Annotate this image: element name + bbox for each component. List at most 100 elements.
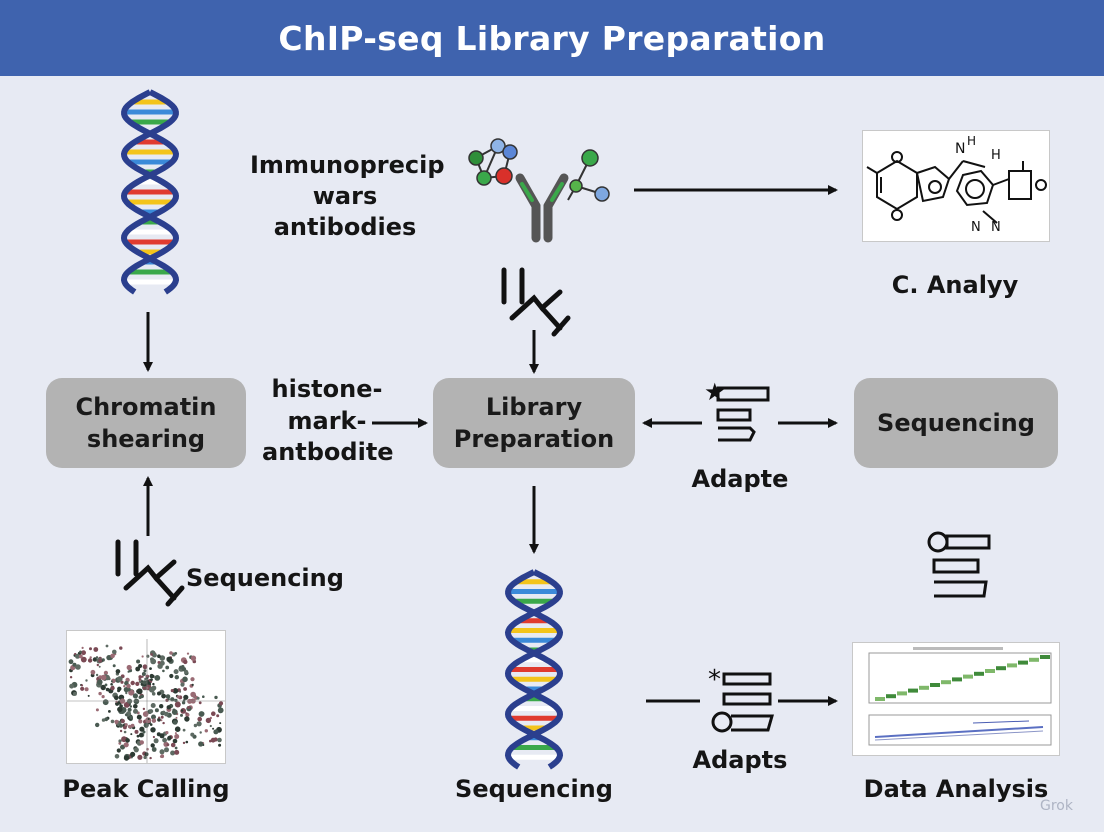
scatter-point (139, 755, 141, 758)
svg-text:N: N (955, 141, 965, 157)
scatter-point (146, 677, 149, 680)
chart-bar (886, 694, 896, 699)
scatter-point (146, 747, 149, 751)
scatter-point (150, 727, 156, 733)
primer-symbol-left-icon (115, 539, 185, 607)
scatter-point (174, 701, 181, 708)
scatter-point (152, 682, 155, 686)
scatter-point (180, 709, 184, 712)
peak-calling-image (66, 630, 226, 764)
scatter-point (130, 723, 135, 728)
scatter-point (117, 706, 123, 713)
scatter-point (143, 669, 147, 673)
scatter-point (170, 689, 174, 693)
scatter-point (190, 691, 196, 698)
primer-symbol-icon (501, 267, 571, 337)
svg-text:*: * (708, 665, 721, 695)
scatter-point (115, 669, 121, 674)
scatter-point (157, 717, 161, 722)
scatter-point (127, 724, 132, 729)
scatter-point (165, 731, 169, 735)
scatter-point (174, 749, 180, 755)
scatter-point (134, 729, 139, 734)
scatter-point (112, 664, 116, 668)
scatter-point (81, 646, 84, 649)
scatter-point (216, 714, 220, 718)
scatter-point (149, 667, 152, 670)
scatter-point (166, 705, 171, 710)
chart-bar (875, 697, 885, 701)
scatter-point (119, 646, 123, 650)
scatter-point (172, 688, 179, 694)
scatter-point (218, 743, 222, 747)
chart-bar (985, 669, 995, 673)
scatter-point (110, 685, 115, 691)
scatter-point (146, 654, 150, 658)
scatter-point (75, 664, 81, 670)
scatter-point (129, 715, 133, 720)
svg-text:N: N (971, 220, 981, 235)
scatter-point (133, 704, 138, 709)
scatter-point (169, 651, 173, 655)
scatter-point (130, 733, 133, 736)
scatter-point (213, 729, 219, 735)
scatter-point (97, 679, 103, 685)
scatter-point (112, 649, 117, 655)
scatter-point (110, 653, 115, 659)
scatter-point (117, 686, 122, 691)
scatter-point (141, 675, 144, 678)
chart-bar (963, 674, 973, 679)
scatter-point (87, 658, 93, 663)
scatter-point (190, 655, 197, 661)
scatter-point (80, 656, 87, 663)
scatter-point (138, 695, 142, 699)
scatter-point (142, 711, 149, 717)
adapter-right-icon (927, 531, 991, 598)
chart-bar (1007, 663, 1017, 668)
scatter-point (133, 708, 138, 714)
scatter-point (92, 657, 98, 662)
scatter-point (95, 673, 99, 677)
scatter-point (101, 718, 106, 722)
scatter-point (151, 674, 155, 678)
scatter-point (159, 704, 164, 709)
scatter-point (149, 756, 152, 760)
scatter-point (133, 747, 139, 753)
scatter-point (176, 695, 180, 699)
scatter-point (165, 694, 171, 699)
scatter-point (150, 703, 156, 708)
data-analysis-chart-image (852, 642, 1060, 756)
scatter-point (170, 697, 175, 702)
adapter-label: Adapte (691, 465, 789, 493)
scatter-point (217, 737, 222, 743)
scatter-point (103, 670, 108, 675)
scatter-point (150, 743, 155, 748)
scatter-point (133, 698, 140, 705)
chemical-structure-image: N H H N N (862, 130, 1050, 242)
scatter-point (174, 734, 180, 739)
scatter-point (123, 685, 126, 688)
scatter-point (151, 714, 156, 720)
scatter-point (118, 742, 122, 745)
svg-text:N: N (991, 220, 1001, 235)
scatter-point (198, 701, 202, 705)
scatter-point (181, 665, 185, 669)
scatter-point (126, 664, 132, 671)
scatter-point (132, 693, 138, 699)
scatter-point (205, 717, 212, 724)
scatter-point (170, 742, 176, 748)
scatter-point (174, 675, 179, 680)
scatter-point (186, 652, 190, 655)
scatter-point (110, 719, 115, 724)
scatter-point (185, 712, 188, 715)
scatter-point (101, 695, 105, 699)
chart-bar (1029, 657, 1039, 662)
scatter-point (151, 718, 157, 723)
scatter-point (182, 676, 188, 683)
scatter-point (174, 698, 178, 703)
scatter-point (150, 678, 153, 681)
scatter-point (138, 732, 144, 738)
scatter-point (116, 748, 121, 753)
scatter-point (184, 669, 189, 674)
watermark: Grok (1040, 798, 1073, 814)
